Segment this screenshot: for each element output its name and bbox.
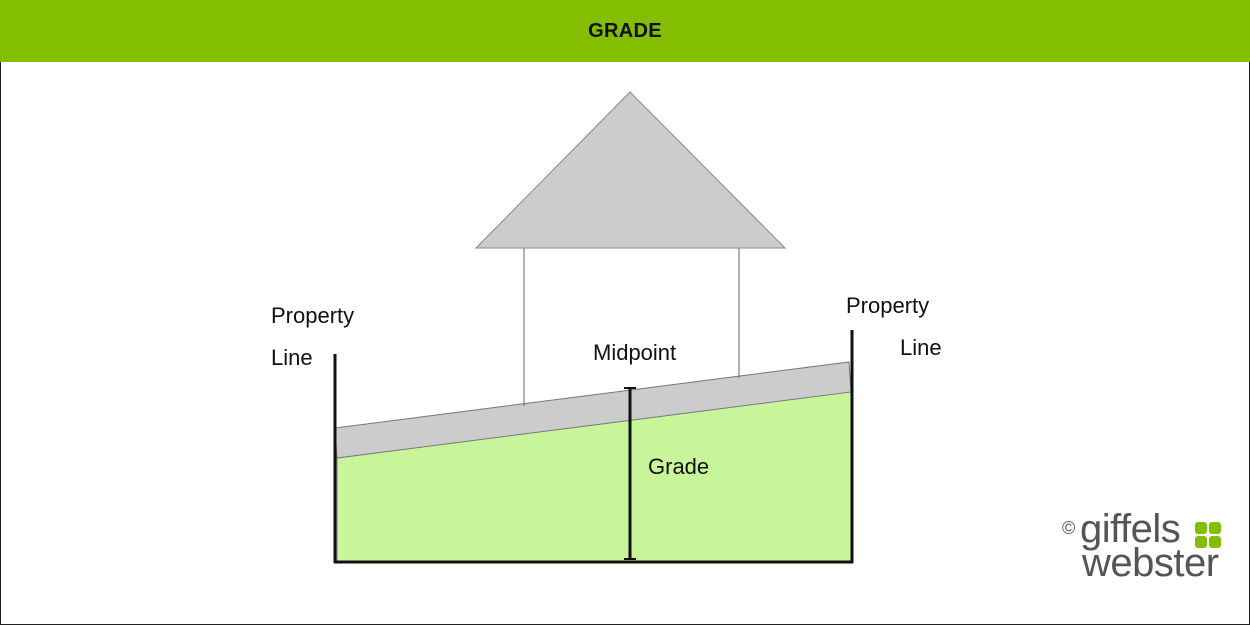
house-roof <box>474 91 787 249</box>
logo-word-giffels: giffels <box>1080 507 1181 551</box>
logo-mark-icon <box>1195 522 1221 548</box>
label-grade: Grade <box>648 454 709 479</box>
logo-word-webster: webster <box>1082 541 1219 585</box>
label-property-left-1: Property <box>271 303 354 328</box>
page-title: GRADE <box>588 19 662 42</box>
label-property-right-1: Property <box>846 293 929 318</box>
copyright-symbol: © <box>1062 518 1076 538</box>
label-midpoint: Midpoint <box>593 340 676 365</box>
giffels-webster-logo: © giffels webster <box>1062 509 1222 609</box>
label-property-right-2: Line <box>900 335 942 360</box>
title-bar: GRADE <box>0 0 1250 62</box>
label-property-left-2: Line <box>271 345 313 370</box>
